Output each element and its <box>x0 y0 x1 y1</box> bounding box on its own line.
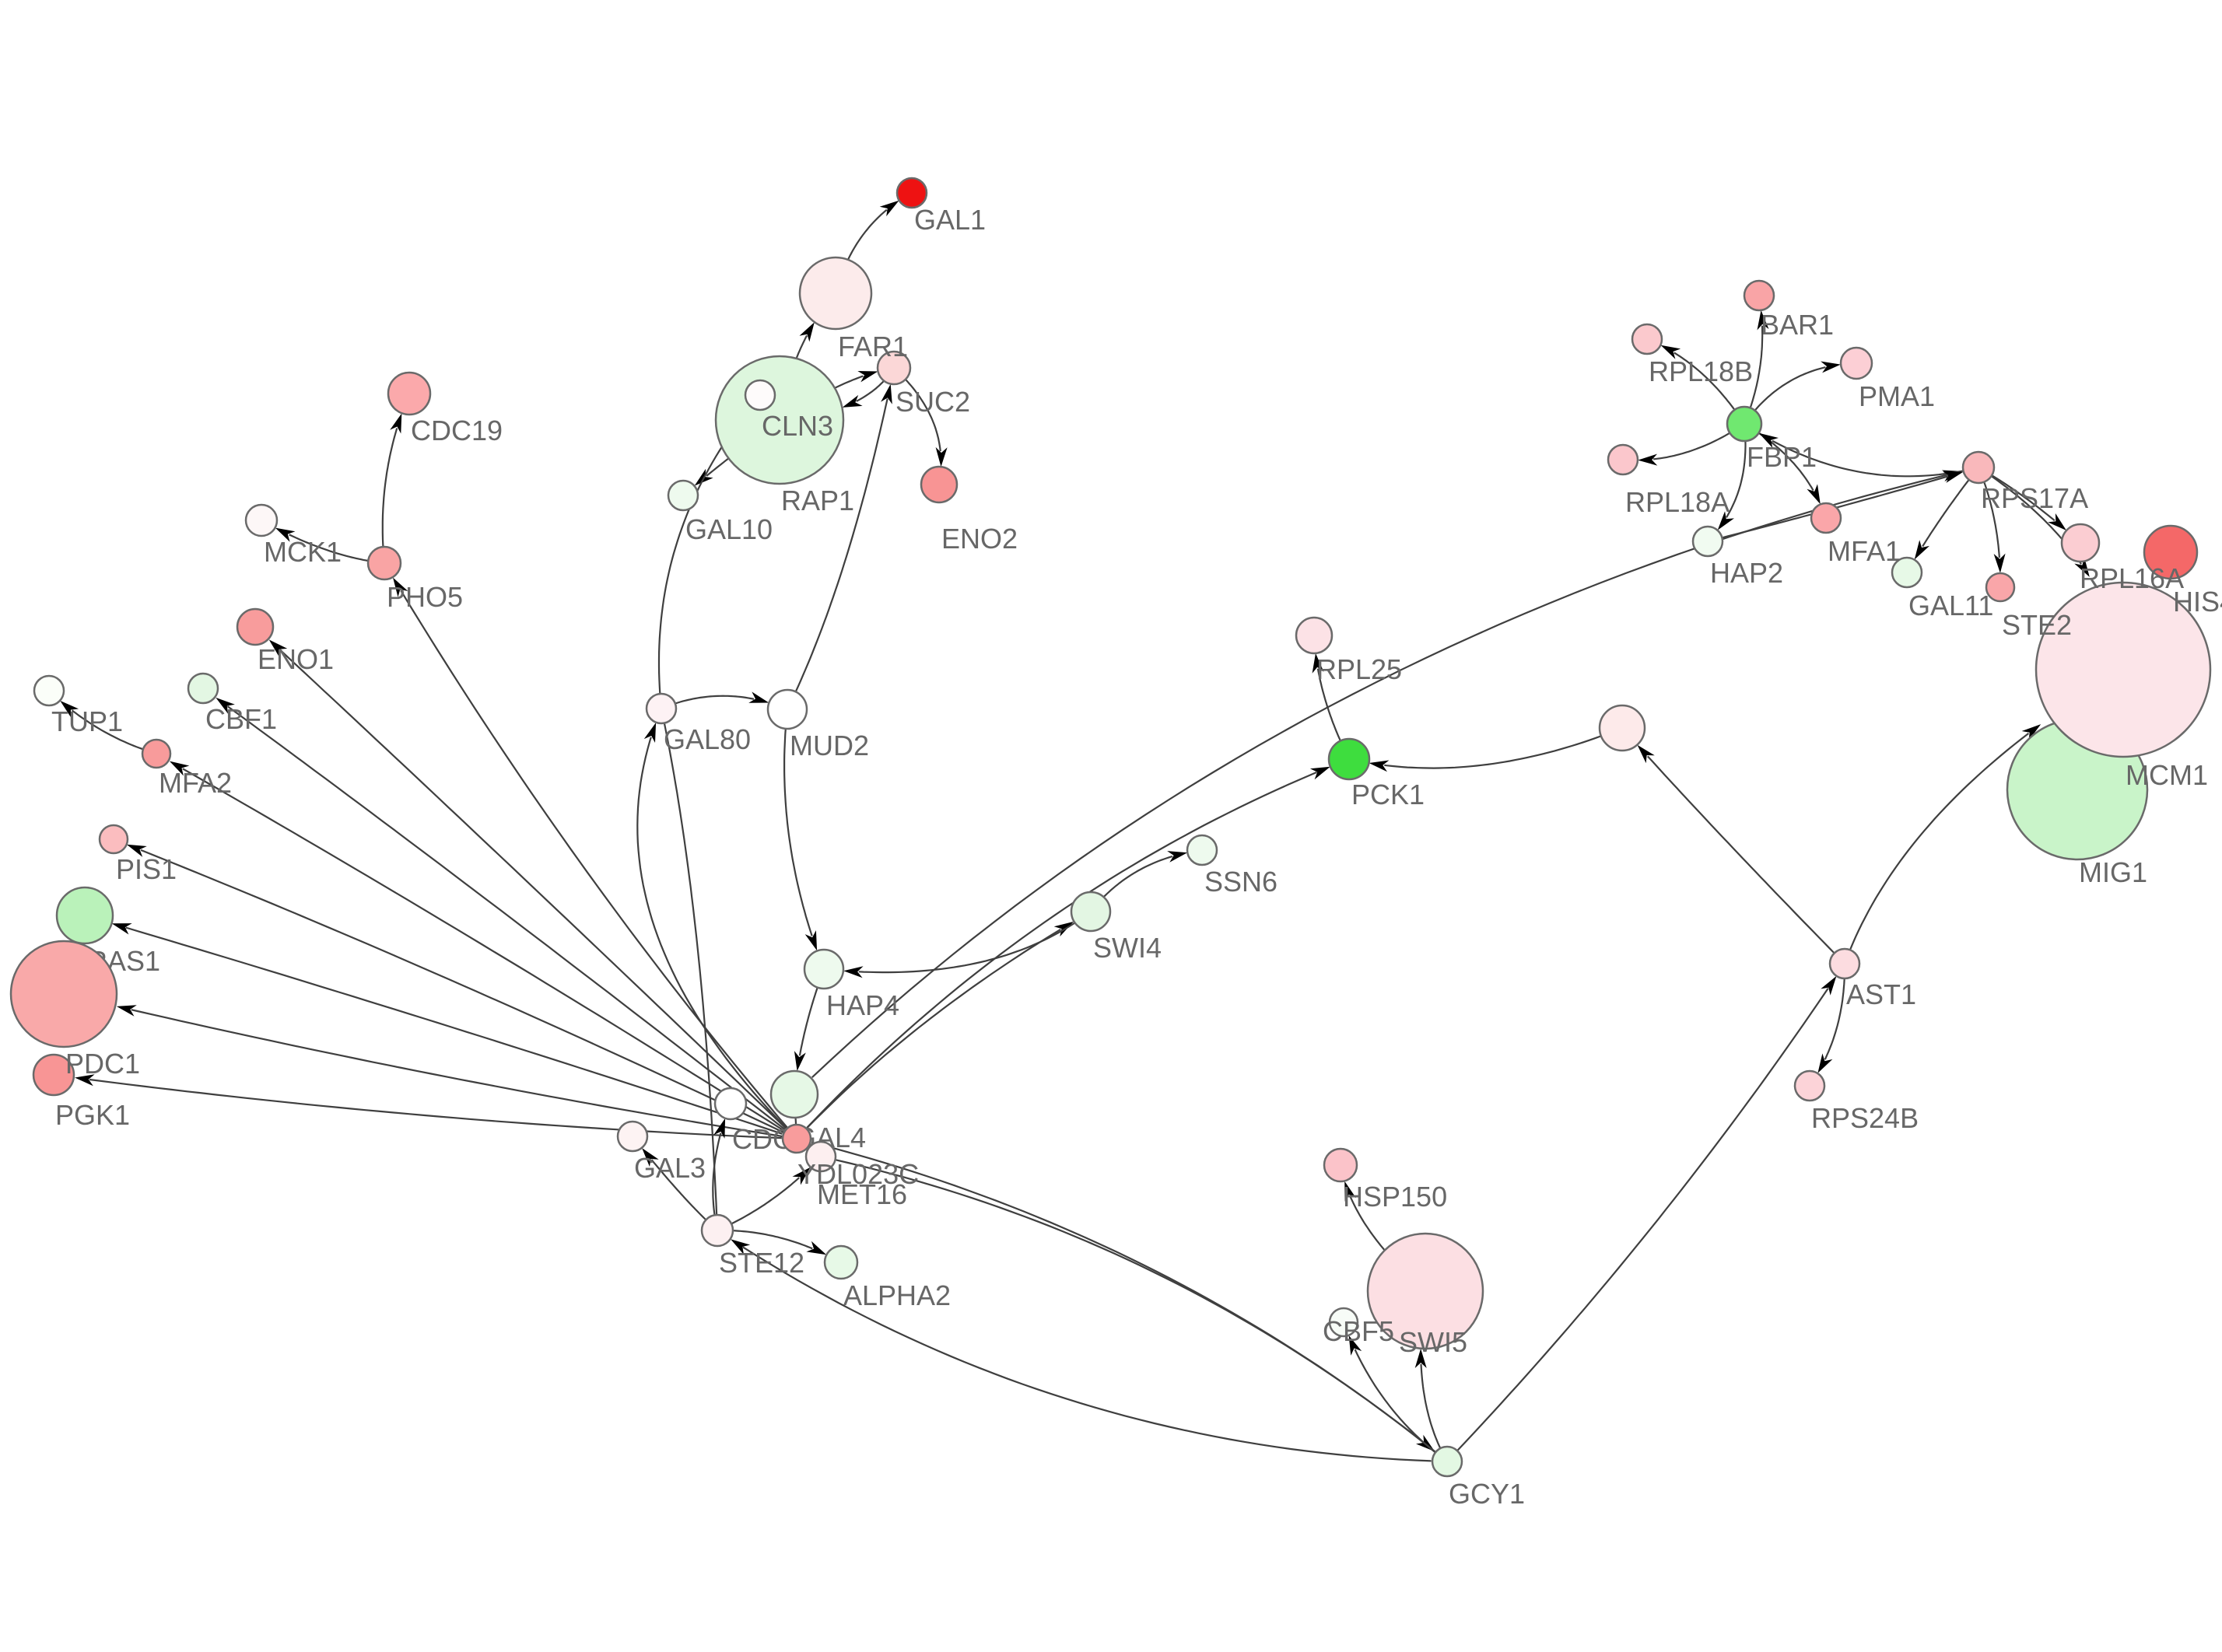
svg-text:GAL3: GAL3 <box>634 1152 706 1184</box>
svg-text:FAR1: FAR1 <box>838 331 908 362</box>
svg-text:GAL11: GAL11 <box>1908 590 1993 621</box>
svg-text:FBP1: FBP1 <box>1747 441 1817 473</box>
svg-text:GCY1: GCY1 <box>1449 1478 1525 1510</box>
svg-text:MCM1: MCM1 <box>2126 759 2208 791</box>
svg-text:CDC19: CDC19 <box>411 415 503 446</box>
svg-text:MIG1: MIG1 <box>2079 856 2147 888</box>
svg-text:ALPHA2: ALPHA2 <box>843 1279 951 1311</box>
svg-text:GAL1: GAL1 <box>914 204 986 236</box>
svg-text:MET16: MET16 <box>817 1178 907 1210</box>
svg-text:HIS4: HIS4 <box>2173 586 2222 618</box>
svg-text:HSP150: HSP150 <box>1343 1181 1447 1213</box>
svg-text:GAL80: GAL80 <box>664 723 751 755</box>
svg-text:HAP4: HAP4 <box>826 989 899 1021</box>
svg-text:RPL18B: RPL18B <box>1649 355 1753 387</box>
svg-text:PIS1: PIS1 <box>116 853 177 885</box>
svg-text:SWI4: SWI4 <box>1093 932 1162 964</box>
svg-text:MUD2: MUD2 <box>790 730 869 761</box>
svg-text:PCK1: PCK1 <box>1351 779 1425 810</box>
svg-text:CBF1: CBF1 <box>205 703 277 735</box>
svg-text:RPS17A: RPS17A <box>1981 482 2088 514</box>
svg-text:MFA2: MFA2 <box>159 767 232 799</box>
svg-text:BAR1: BAR1 <box>1761 309 1834 341</box>
svg-text:ENO1: ENO1 <box>258 643 334 675</box>
svg-text:RPL25: RPL25 <box>1316 653 1402 685</box>
svg-text:STE12: STE12 <box>719 1247 804 1279</box>
svg-text:SUC2: SUC2 <box>895 386 970 418</box>
svg-text:TUP1: TUP1 <box>51 705 123 737</box>
svg-text:SSN6: SSN6 <box>1204 866 1277 898</box>
svg-text:RPS24B: RPS24B <box>1811 1102 1919 1134</box>
svg-text:RPL18A: RPL18A <box>1625 486 1730 518</box>
svg-text:CBF5: CBF5 <box>1323 1315 1394 1347</box>
svg-text:CLN3: CLN3 <box>762 410 833 442</box>
svg-text:STE2: STE2 <box>2002 609 2072 641</box>
svg-text:HAP2: HAP2 <box>1710 557 1783 589</box>
svg-text:AST1: AST1 <box>1846 978 1916 1010</box>
svg-text:PMA1: PMA1 <box>1859 380 1935 412</box>
svg-text:ENO2: ENO2 <box>941 523 1018 555</box>
svg-text:RAP1: RAP1 <box>781 485 854 516</box>
svg-text:MFA1: MFA1 <box>1828 535 1901 567</box>
svg-text:PHO5: PHO5 <box>387 581 463 613</box>
svg-text:GAL10: GAL10 <box>685 513 773 545</box>
svg-text:MCK1: MCK1 <box>264 536 342 568</box>
svg-text:YDL023C: YDL023C <box>797 1158 919 1190</box>
svg-text:PGK1: PGK1 <box>55 1099 130 1131</box>
svg-text:RPL16A: RPL16A <box>2080 562 2184 594</box>
svg-text:PDC1: PDC1 <box>65 1048 140 1080</box>
svg-text:SWI5: SWI5 <box>1399 1326 1467 1358</box>
